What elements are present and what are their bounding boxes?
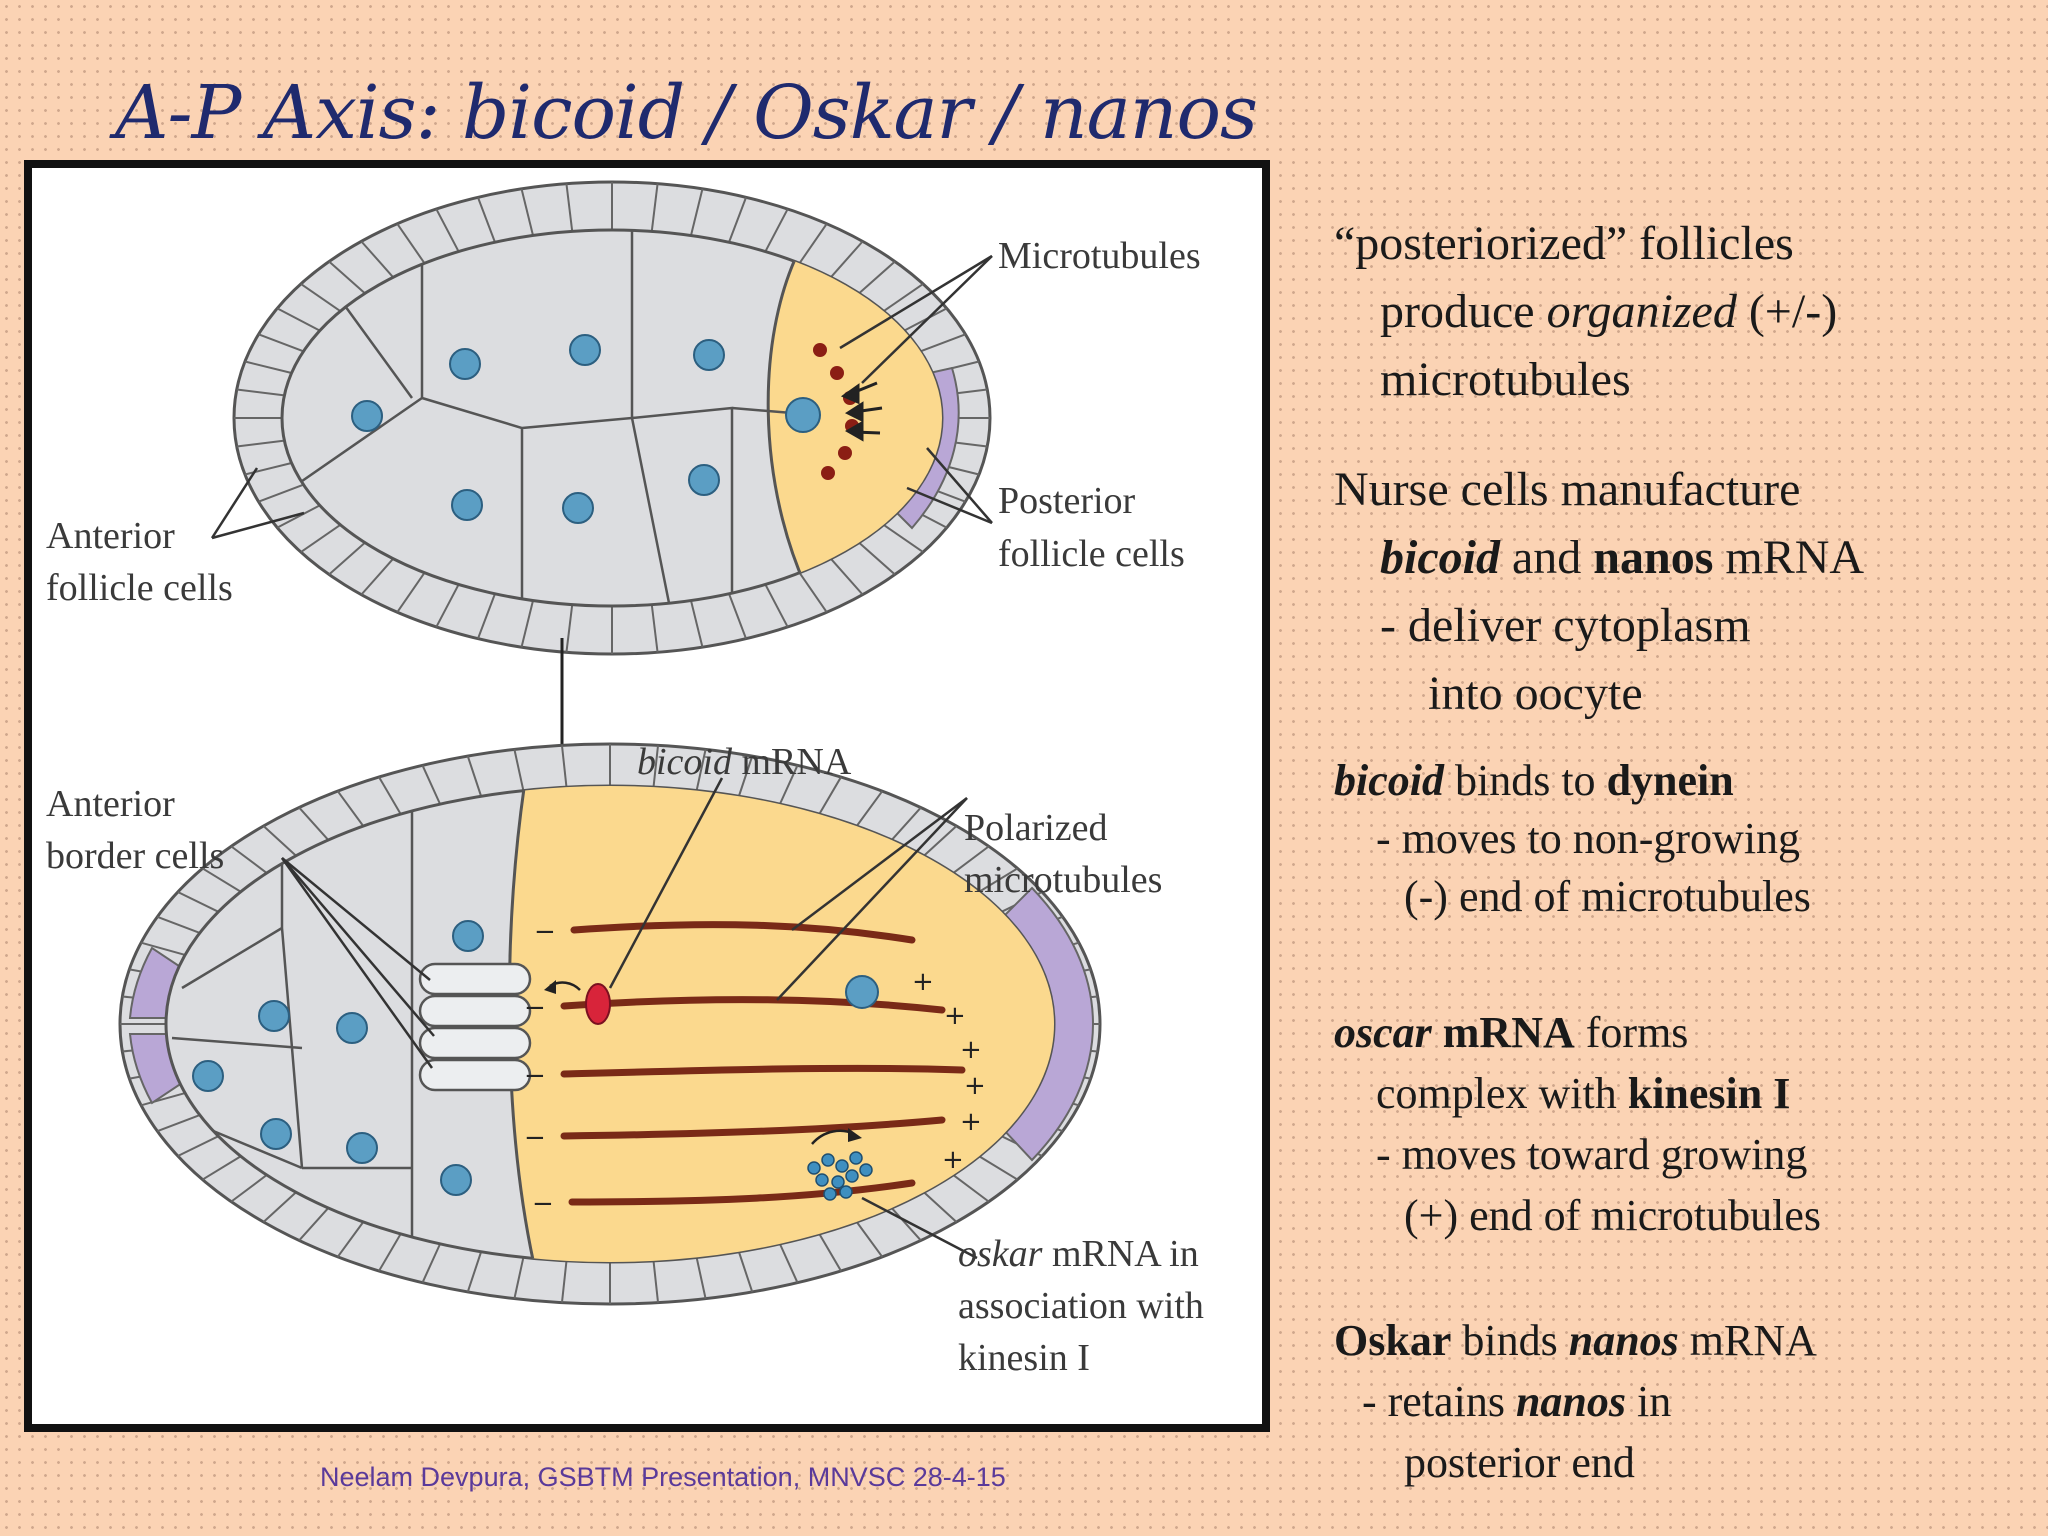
label-polarized-2: microtubules xyxy=(964,859,1162,901)
svg-text:+: + xyxy=(960,1107,982,1137)
bicoid-arrow-head xyxy=(544,980,556,994)
label-polarized-1: Polarized xyxy=(964,807,1108,849)
bottom-border-cells xyxy=(418,962,532,1092)
svg-text:−: − xyxy=(524,1123,546,1153)
microtubule-plus-ends: + + + + + + xyxy=(912,967,986,1175)
label-microtubules: Microtubules xyxy=(998,235,1201,277)
slide-title: A-P Axis: bicoid / Oskar / nanos xyxy=(115,70,1258,156)
top-nuclei xyxy=(351,334,821,524)
oskar-arrow-head xyxy=(848,1128,862,1142)
svg-text:−: − xyxy=(534,917,556,947)
bottom-egg-chamber: − − − − − + + + + + + xyxy=(46,741,1204,1379)
label-bicoid-mrna: bicoid mRNA xyxy=(637,741,852,783)
bicoid-mrna-dot xyxy=(585,983,611,1025)
note-bicoid-dynein: bicoid binds to dynein - moves to non-gr… xyxy=(1334,756,1811,921)
label-anterior-border-2: border cells xyxy=(46,835,224,877)
svg-text:+: + xyxy=(944,1001,966,1031)
note-oskar-nanos: Oskar binds nanos mRNA - retains nanos i… xyxy=(1334,1316,1817,1487)
polarized-microtubules xyxy=(560,921,966,1206)
top-egg-chamber: Microtubules Posterior follicle cells An… xyxy=(46,180,1201,656)
bottom-leader-lines xyxy=(280,777,978,1260)
svg-text:−: − xyxy=(524,993,546,1023)
label-anterior-border-1: Anterior xyxy=(46,783,175,825)
svg-text:+: + xyxy=(912,967,934,997)
microtubule-minus-ends: − − − − − xyxy=(524,917,556,1219)
label-anterior-1: Anterior xyxy=(46,515,175,557)
label-oskar-3: kinesin I xyxy=(958,1337,1090,1379)
svg-text:+: + xyxy=(942,1145,964,1175)
svg-text:+: + xyxy=(964,1071,986,1101)
svg-text:−: − xyxy=(532,1189,554,1219)
bottom-nuclei xyxy=(192,920,879,1196)
top-leader-lines xyxy=(210,254,993,540)
figure-svg: Microtubules Posterior follicle cells An… xyxy=(46,180,1204,1379)
label-oskar-1: oskar mRNA in xyxy=(958,1233,1199,1275)
note-posteriorized: “posteriorized” follicles produce organi… xyxy=(1334,217,1838,406)
slide-footer: Neelam Devpura, GSBTM Presentation, MNVS… xyxy=(320,1462,1006,1492)
svg-text:−: − xyxy=(524,1061,546,1091)
oskar-mrna-cluster xyxy=(807,1151,873,1201)
bottom-cyst-cells xyxy=(171,786,1054,1262)
label-oskar-2: association with xyxy=(958,1285,1204,1327)
note-nurse-cells: Nurse cells manufacture bicoid and nanos… xyxy=(1334,463,1865,720)
top-microtubule-arrows xyxy=(840,381,883,442)
top-cyst-cells xyxy=(291,230,942,606)
label-posterior-1: Posterior xyxy=(998,480,1136,522)
label-posterior-2: follicle cells xyxy=(998,533,1185,575)
svg-text:+: + xyxy=(960,1035,982,1065)
label-anterior-2: follicle cells xyxy=(46,567,233,609)
top-oocyte xyxy=(766,230,942,606)
note-oscar-kinesin: oscar mRNA forms complex with kinesin I … xyxy=(1334,1008,1822,1240)
egg-chamber-figure: Microtubules Posterior follicle cells An… xyxy=(24,160,1270,1432)
